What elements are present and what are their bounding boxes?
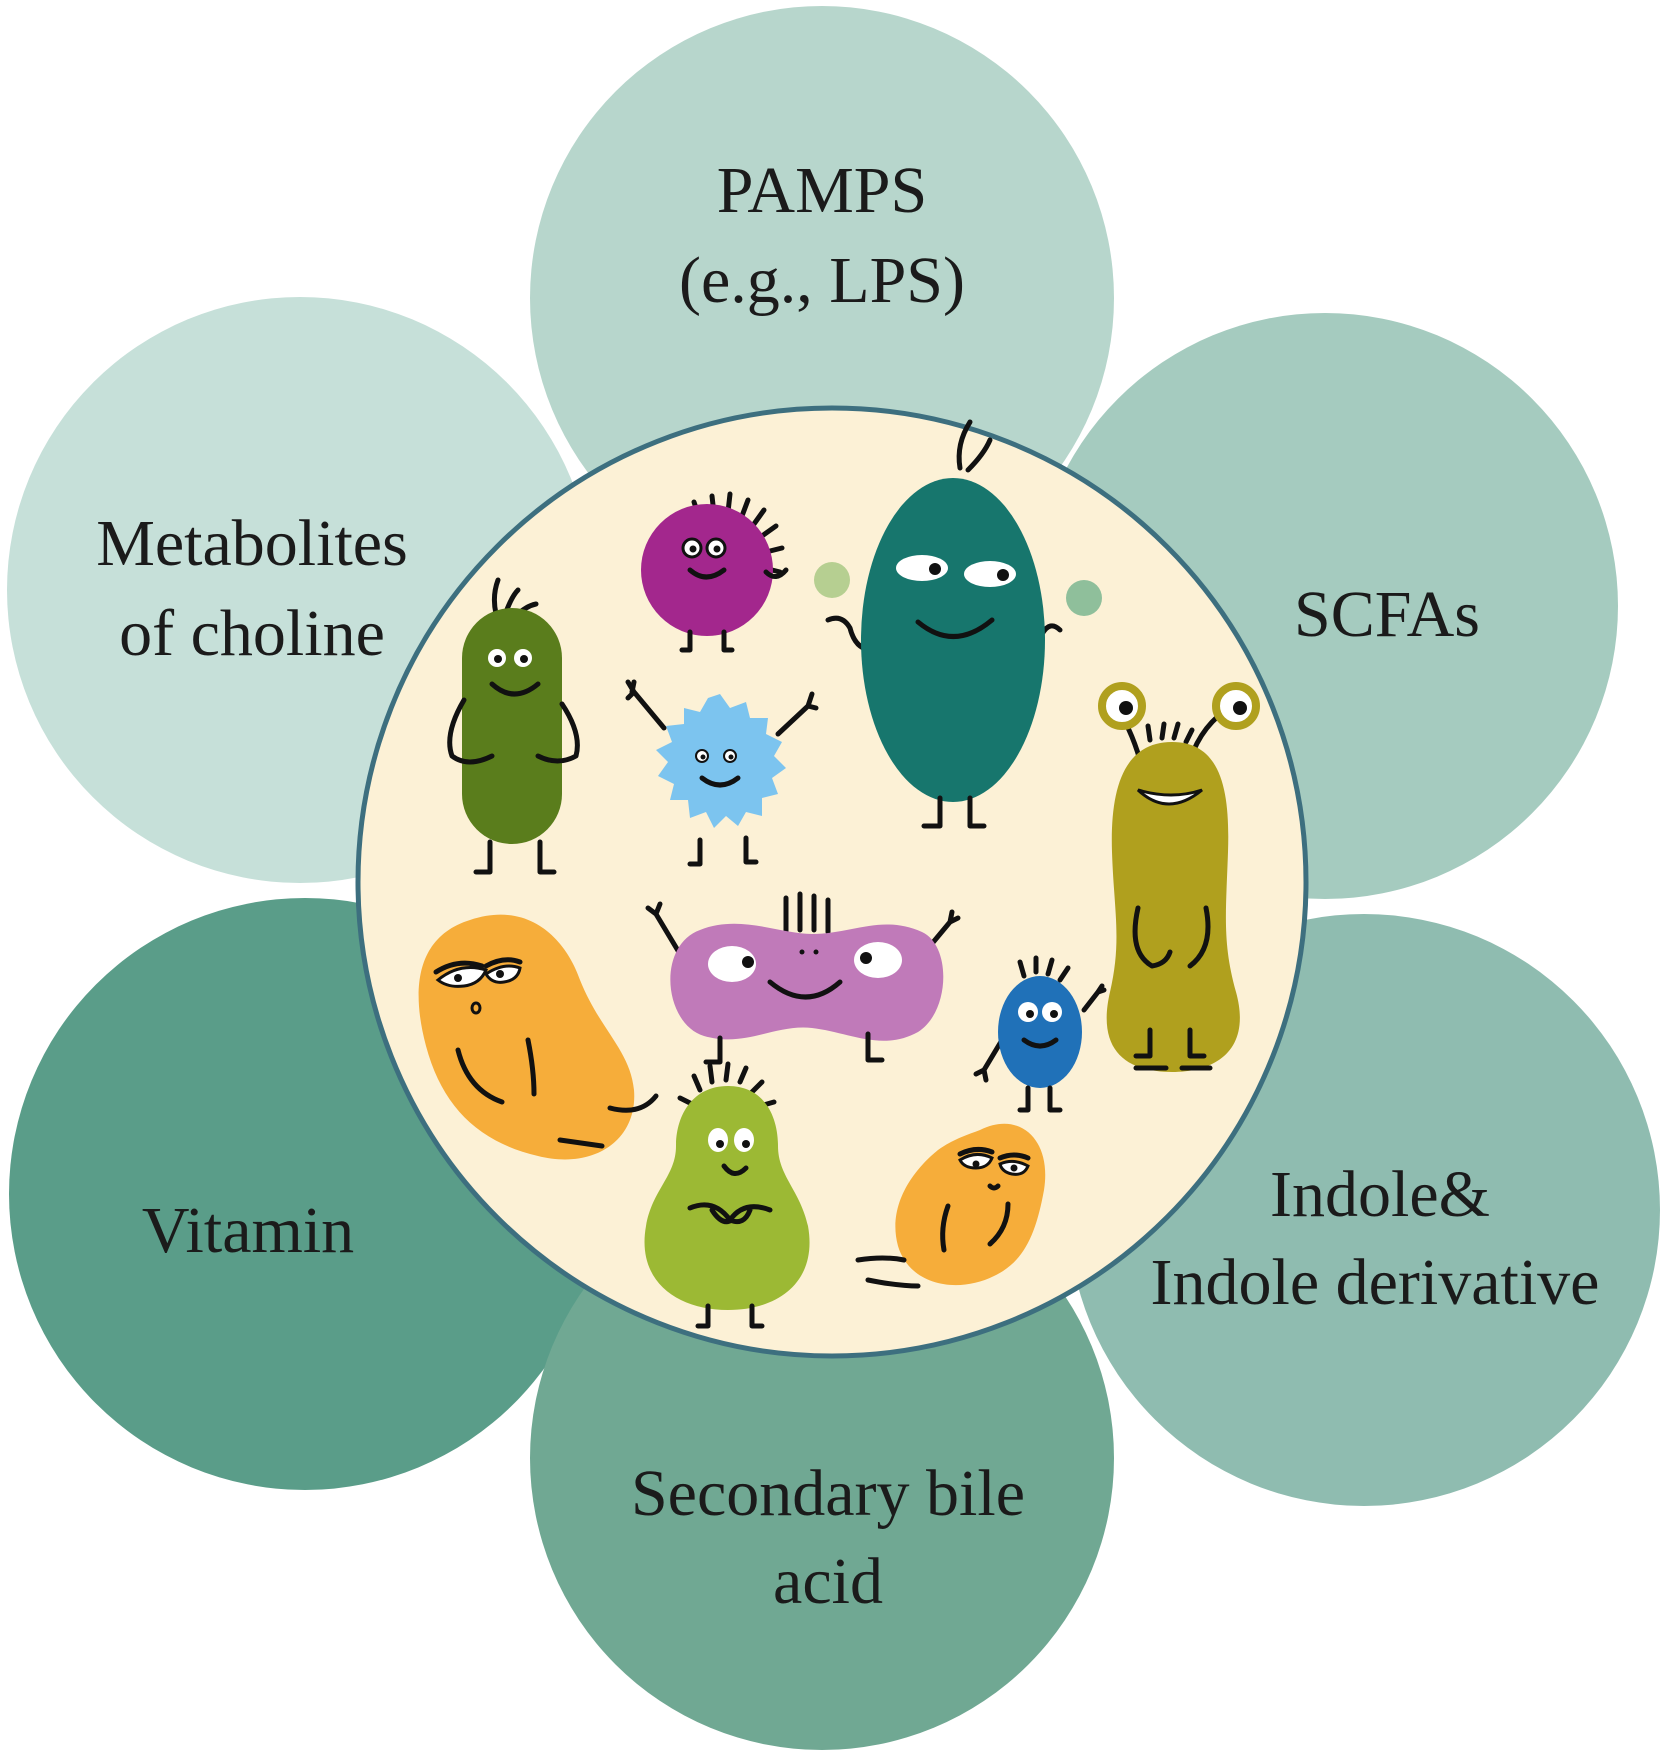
olive-antenna-microbe-icon — [1098, 682, 1260, 1072]
petal-upper-left-label-line2: of choline — [119, 597, 385, 670]
petal-top-label-line1: PAMPS — [717, 154, 927, 227]
pink-mask-microbe-icon — [645, 891, 961, 1065]
petal-top-label-line2: (e.g., LPS) — [679, 244, 965, 317]
petal-upper-right-label: SCFAs — [1294, 578, 1480, 651]
small-blue-microbe-icon — [973, 955, 1107, 1113]
petal-bottom-label-line2: acid — [773, 1545, 883, 1618]
petal-bottom-label-line1: Secondary bile — [631, 1457, 1025, 1530]
petal-lower-right-label-line1: Indole& — [1270, 1158, 1490, 1231]
magenta-coccus-microbe-icon — [641, 491, 789, 653]
teal-oval-microbe-icon — [814, 419, 1102, 829]
blue-spiky-microbe-icon — [625, 679, 819, 867]
green-rod-microbe-icon — [447, 577, 580, 875]
petal-lower-right-label-line2: Indole derivative — [1151, 1246, 1600, 1319]
lime-pear-microbe-icon — [644, 1061, 810, 1329]
petal-lower-left-label: Vitamin — [142, 1194, 354, 1267]
petal-upper-left-label-line1: Metabolites — [96, 507, 408, 580]
orange-small-bean-microbe-icon — [855, 1123, 1046, 1289]
orange-bean-microbe-icon — [418, 914, 659, 1160]
